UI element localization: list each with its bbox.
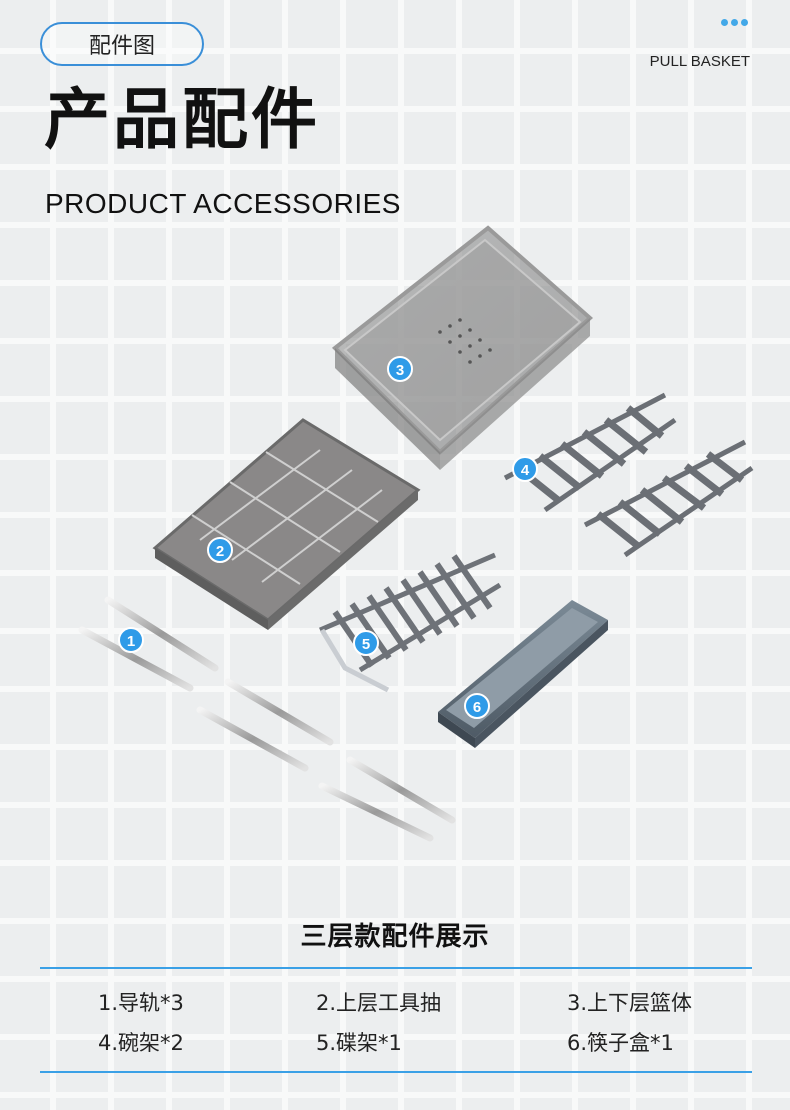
basket-illustration — [331, 225, 594, 470]
marker-5: 5 — [353, 630, 379, 656]
marker-2-label: 2 — [216, 543, 224, 560]
list-item: 1.导轨*3 — [98, 991, 184, 1015]
marker-5-label: 5 — [362, 636, 370, 653]
list-item: 5.碟架*1 — [316, 1031, 402, 1055]
rails-illustration — [78, 596, 456, 842]
list-item: 6.筷子盒*1 — [567, 1031, 674, 1055]
chopstick-box-illustration — [438, 600, 608, 748]
marker-3: 3 — [387, 356, 413, 382]
marker-6-label: 6 — [473, 699, 481, 716]
accessories-illustration: 1 2 3 4 5 6 — [78, 225, 754, 842]
marker-1-label: 1 — [127, 633, 135, 650]
badge-label: 配件图 — [88, 34, 155, 59]
marker-3-label: 3 — [396, 362, 404, 379]
list-item: 4.碗架*2 — [98, 1031, 184, 1055]
brand-label: PULL BASKET — [649, 53, 750, 70]
top-divider — [40, 967, 752, 969]
marker-4-label: 4 — [521, 462, 530, 479]
page-subtitle: PRODUCT ACCESSORIES — [45, 188, 401, 219]
page-title: 产品配件 — [44, 81, 320, 158]
tool-drawer-illustration — [152, 418, 421, 630]
bottom-divider — [40, 1071, 752, 1073]
category-badge: 配件图 — [40, 22, 204, 66]
list-item: 2.上层工具抽 — [316, 991, 442, 1015]
bowl-rack-illustration — [503, 392, 754, 558]
marker-4: 4 — [512, 456, 538, 482]
marker-6: 6 — [464, 693, 490, 719]
marker-1: 1 — [118, 627, 144, 653]
plate-rack-illustration — [319, 552, 502, 693]
marker-2: 2 — [207, 537, 233, 563]
list-item: 3.上下层篮体 — [567, 991, 693, 1015]
section-title: 三层款配件展示 — [300, 922, 490, 952]
dots-icon — [721, 19, 748, 26]
